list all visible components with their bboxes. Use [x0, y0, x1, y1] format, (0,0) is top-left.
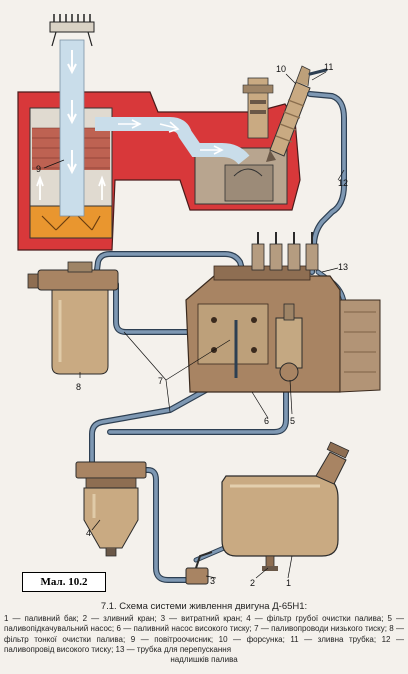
fuel-injection-pump	[185, 232, 381, 393]
caption-legend-end: надлишків палива	[170, 655, 238, 665]
callout-13: 13	[338, 262, 348, 272]
supply-tap	[185, 551, 213, 585]
callout-5: 5	[290, 416, 295, 426]
callout-8: 8	[76, 382, 81, 392]
figure-caption: 7.1. Схема системи живлення двигуна Д-65…	[4, 601, 404, 665]
callout-9: 9	[36, 164, 41, 174]
coarse-fuel-filter	[75, 461, 147, 557]
callout-1: 1	[286, 578, 291, 588]
callout-7: 7	[158, 376, 163, 386]
callout-4: 4	[86, 528, 91, 538]
caption-title: 7.1. Схема системи живлення двигуна Д-65…	[100, 601, 308, 612]
return-pipe-11	[308, 68, 328, 76]
injector	[266, 65, 311, 162]
callout-11: 11	[324, 62, 333, 72]
caption-legend: 1 — паливний бак; 2 — зливний кран; 3 — …	[4, 614, 404, 654]
callout-10: 10	[276, 64, 286, 74]
air-cleaner	[29, 14, 113, 239]
fuel-system-diagram: 9 10 11 12 13 8 7 6 5 4 3 2 1	[17, 14, 381, 588]
callout-3: 3	[210, 576, 215, 586]
callout-12: 12	[338, 178, 348, 188]
fuel-tank	[221, 441, 350, 571]
intake-air-flow	[95, 117, 250, 165]
figure-label: Мал. 10.2	[22, 572, 106, 592]
callout-2: 2	[250, 578, 255, 588]
callout-6: 6	[264, 416, 269, 426]
fine-fuel-filter	[27, 261, 119, 375]
